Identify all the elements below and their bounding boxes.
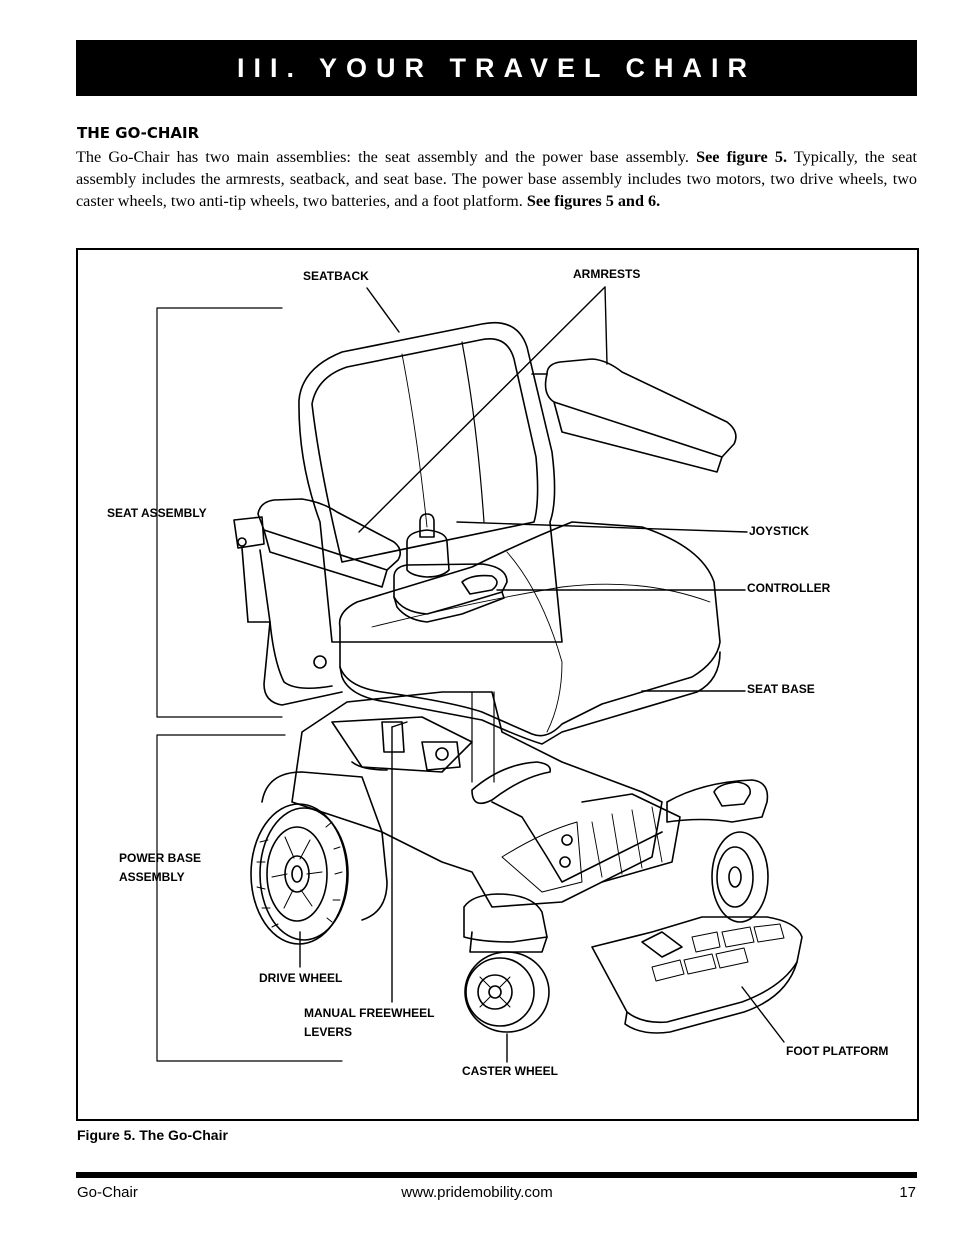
figure-frame: SEATBACK ARMRESTS SEAT ASSEMBLY JOYSTICK… (76, 248, 919, 1121)
seatback-drawing (298, 322, 563, 643)
controller-drawing (393, 513, 508, 623)
foot-platform-drawing (591, 916, 803, 1034)
power-base-label-line2: ASSEMBLY (119, 870, 185, 884)
figure-reference-2: See figures 5 and 6. (526, 192, 661, 210)
drive-wheel-drawing (250, 803, 349, 945)
caster-wheel-label: CASTER WHEEL (462, 1064, 558, 1078)
section-banner: III. YOUR TRAVEL CHAIR (76, 40, 917, 96)
armrest-right-drawing (531, 358, 737, 473)
intro-paragraph: The Go-Chair has two main assemblies: th… (76, 146, 917, 212)
figure-reference-1: See figure 5. (696, 148, 787, 166)
seat-base-label: SEAT BASE (747, 682, 815, 696)
power-base-drawing (261, 691, 681, 921)
rear-right-wheel-drawing (666, 779, 769, 923)
power-base-label-line1: POWER BASE (119, 851, 202, 865)
section-title: THE GO-CHAIR (77, 124, 200, 142)
footer-rule (76, 1172, 917, 1178)
armrests-label: ARMRESTS (573, 267, 641, 281)
seat-assembly-label: SEAT ASSEMBLY (107, 506, 207, 520)
seatback-label: SEATBACK (303, 269, 369, 283)
freewheel-label-line1: MANUAL FREEWHEEL (304, 1006, 435, 1020)
go-chair-illustration (156, 286, 803, 1063)
leader-lines (299, 286, 785, 1063)
figure-caption: Figure 5. The Go-Chair (77, 1127, 228, 1143)
armrest-left-drawing (233, 498, 402, 706)
intro-text-1: The Go-Chair has two main assemblies: th… (76, 148, 697, 166)
foot-platform-label: FOOT PLATFORM (786, 1044, 889, 1058)
freewheel-label-line2: LEVERS (304, 1025, 353, 1039)
footer-website: www.pridemobility.com (401, 1184, 553, 1201)
seat-base-drawing (338, 521, 721, 745)
joystick-label: JOYSTICK (749, 524, 810, 538)
intro-text-2: Typically, the seat assembly includes th… (76, 148, 918, 210)
drive-wheel-label: DRIVE WHEEL (259, 971, 343, 985)
assembly-brackets (156, 307, 343, 1062)
footer-page-number: 17 (899, 1184, 916, 1201)
controller-label: CONTROLLER (747, 581, 831, 595)
caster-wheel-drawing (463, 893, 550, 1033)
footer-product-name: Go-Chair (77, 1184, 138, 1201)
